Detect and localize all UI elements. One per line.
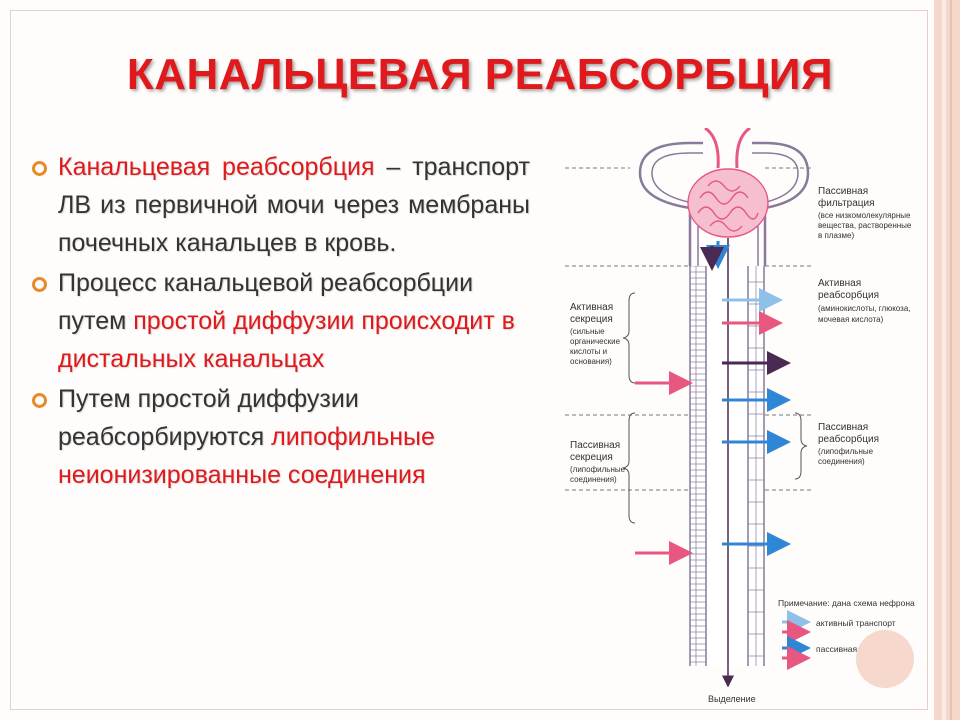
bullet-1-term: Канальцевая реабсорбция bbox=[58, 153, 375, 181]
tubule-lumen bbox=[706, 266, 748, 666]
label-active-reabsorption: Активная реабсорбция (аминокислоты, глюк… bbox=[818, 278, 911, 324]
svg-text:Пассивная: Пассивная bbox=[818, 422, 868, 433]
label-excretion: Выделение bbox=[708, 694, 756, 704]
bullet-marker-icon bbox=[32, 393, 47, 408]
svg-text:в плазме): в плазме) bbox=[818, 231, 854, 240]
bullet-3-highlight: липофильные неионизированные соединения bbox=[58, 423, 435, 489]
nephron-diagram: Пассивная фильтрация (все низкомолекуляр… bbox=[565, 128, 915, 704]
bullet-1-text: – транспорт ЛВ из первичной мочи через м… bbox=[58, 153, 530, 257]
svg-text:секреция: секреция bbox=[570, 314, 613, 325]
bowman-capsule bbox=[638, 141, 810, 266]
right-decor-line bbox=[950, 0, 952, 720]
legend-note: Примечание: дана схема нефрона bbox=[778, 598, 915, 608]
dashed-guides bbox=[565, 167, 812, 491]
svg-text:основания): основания) bbox=[570, 357, 612, 366]
svg-text:Пассивная: Пассивная bbox=[818, 186, 868, 197]
svg-text:соединения): соединения) bbox=[818, 457, 865, 466]
svg-text:(все низкомолекулярные: (все низкомолекулярные bbox=[818, 211, 911, 220]
svg-text:секреция: секреция bbox=[570, 452, 613, 463]
descending-tubule-wall bbox=[690, 266, 706, 666]
svg-text:реабсорбция: реабсорбция bbox=[818, 433, 879, 445]
ascending-tubule-wall bbox=[748, 266, 764, 666]
legend-active-transport: активный транспорт bbox=[816, 618, 896, 628]
svg-text:(липофильные: (липофильные bbox=[570, 465, 626, 474]
bullet-marker-icon bbox=[32, 277, 47, 292]
svg-text:Активная: Активная bbox=[818, 278, 861, 289]
braces bbox=[622, 292, 808, 524]
svg-text:органические: органические bbox=[570, 337, 621, 346]
svg-text:вещества, растворенные: вещества, растворенные bbox=[818, 221, 912, 230]
svg-text:(липофильные: (липофильные bbox=[818, 447, 874, 456]
decor-circle bbox=[856, 630, 914, 688]
label-passive-secretion: Пассивная секреция (липофильные соединен… bbox=[570, 440, 626, 484]
right-decor-stripe bbox=[934, 0, 960, 720]
label-active-secretion: Активная секреция (сильные органические … bbox=[570, 302, 621, 366]
glomerulus bbox=[687, 168, 769, 238]
bullet-2-highlight: простой диффузии происходит в дистальных… bbox=[58, 307, 515, 373]
svg-text:(сильные: (сильные bbox=[570, 327, 605, 336]
bullet-list: Канальцевая реабсорбция – транспорт ЛВ и… bbox=[30, 148, 530, 494]
label-passive-filtration: Пассивная фильтрация (все низкомолекуляр… bbox=[818, 186, 912, 240]
svg-text:фильтрация: фильтрация bbox=[818, 197, 875, 209]
bullet-3-text: Путем простой диффузии реабсорбируются bbox=[58, 385, 359, 451]
afferent-vessel bbox=[704, 128, 751, 169]
bullet-definition: Канальцевая реабсорбция – транспорт ЛВ и… bbox=[30, 148, 530, 262]
svg-text:реабсорбция: реабсорбция bbox=[818, 289, 879, 301]
label-passive-reabsorption: Пассивная реабсорбция (липофильные соеди… bbox=[818, 422, 879, 466]
slide-title: КАНАЛЬЦЕВАЯ РЕАБСОРБЦИЯ bbox=[126, 50, 834, 99]
svg-text:мочевая кислота): мочевая кислота) bbox=[818, 315, 884, 324]
bullet-marker-icon bbox=[32, 161, 47, 176]
slide-frame bbox=[10, 10, 928, 710]
svg-text:Пассивная: Пассивная bbox=[570, 440, 620, 451]
svg-text:(аминокислоты, глюкоза,: (аминокислоты, глюкоза, bbox=[818, 304, 911, 313]
right-decor-stripe-inner bbox=[942, 0, 946, 720]
bullet-2-text: Процесс канальцевой реабсорбции путем bbox=[58, 269, 474, 335]
svg-text:Активная: Активная bbox=[570, 302, 613, 313]
bullet-lipophilic: Путем простой диффузии реабсорбируются л… bbox=[30, 380, 530, 494]
transport-arrows bbox=[635, 241, 791, 565]
svg-text:соединения): соединения) bbox=[570, 475, 617, 484]
svg-text:кислоты и: кислоты и bbox=[570, 347, 607, 356]
bullet-process: Процесс канальцевой реабсорбции путем пр… bbox=[30, 264, 530, 378]
